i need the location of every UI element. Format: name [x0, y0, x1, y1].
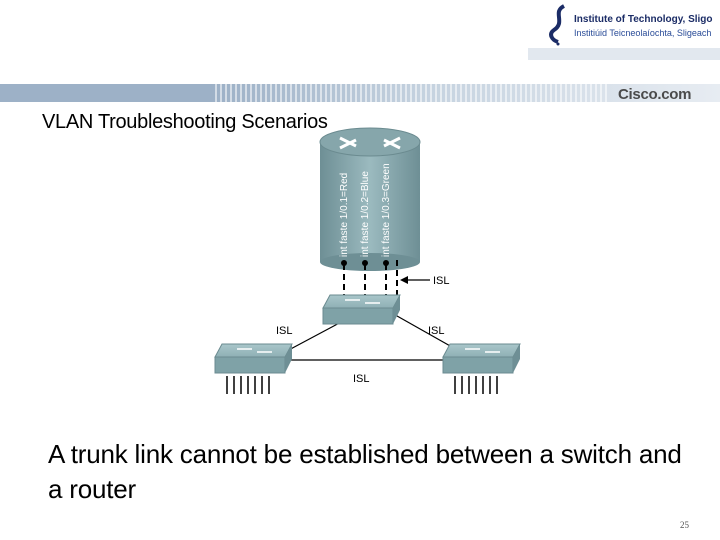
router-interface-red: int faste 1/0.1=Red: [339, 173, 350, 257]
router-interface-green: int faste 1/0.3=Green: [381, 163, 392, 257]
cisco-link[interactable]: Cisco.com: [618, 86, 692, 103]
router-icon: [319, 127, 421, 271]
institute-swoosh-icon: [549, 4, 566, 46]
page-number: 25: [680, 520, 689, 530]
isl-label-top: ISL: [433, 275, 450, 287]
slide-caption: A trunk link cannot be established betwe…: [48, 439, 682, 504]
isl-label-bottom: ISL: [353, 373, 370, 385]
network-diagram: int faste 1/0.1=Red int faste 1/0.2=Blue…: [214, 127, 521, 394]
arrow-icon: [400, 276, 430, 284]
institute-name-irish: Institiúid Teicneolaíochta, Sligeach: [574, 28, 712, 38]
isl-label-left: ISL: [276, 325, 293, 337]
institute-logo: Institute of Technology, Sligo Institiúi…: [528, 0, 720, 60]
switch-top-icon: [322, 294, 401, 325]
institute-name: Institute of Technology, Sligo: [574, 14, 713, 25]
router-trunk-link: [343, 260, 398, 295]
header-stripes: [215, 84, 610, 102]
router-interface-blue: int faste 1/0.2=Blue: [360, 171, 371, 257]
slide-title: VLAN Troubleshooting Scenarios: [42, 111, 328, 133]
switch-left-icon: [214, 343, 293, 394]
isl-label-right: ISL: [428, 325, 445, 337]
switch-right-icon: [442, 343, 521, 394]
logo-bar: [528, 48, 720, 60]
